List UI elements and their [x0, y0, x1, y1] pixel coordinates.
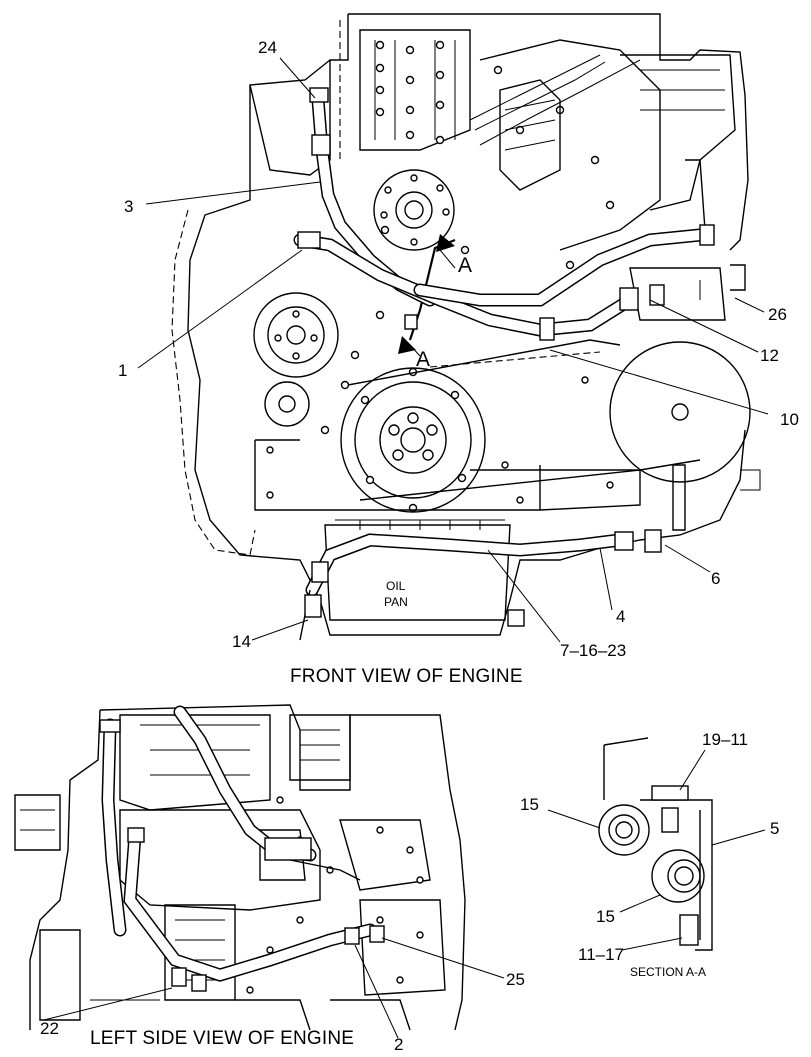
callout-5: 5 — [770, 819, 779, 838]
callout-24: 24 — [258, 38, 277, 57]
callout-15-upper: 15 — [520, 795, 539, 814]
left-view-title: LEFT SIDE VIEW OF ENGINE — [90, 1028, 354, 1049]
callout-15-lower: 15 — [596, 907, 615, 926]
callout-2: 2 — [394, 1035, 403, 1054]
callout-25: 25 — [506, 970, 525, 989]
oil-pan-label-line2: PAN — [384, 595, 408, 609]
callout-26: 26 — [768, 305, 787, 324]
callout-1: 1 — [118, 361, 127, 380]
callout-19-11: 19–11 — [702, 730, 748, 749]
section-marker-top: A — [458, 254, 472, 277]
callout-12: 12 — [760, 346, 779, 365]
callout-22: 22 — [40, 1019, 59, 1038]
callout-6: 6 — [711, 569, 720, 588]
left-view-leaders — [43, 937, 505, 1039]
front-view-title: FRONT VIEW OF ENGINE — [290, 666, 523, 687]
section-marker-bottom: A — [416, 348, 430, 371]
oil-pan-label-line1: OIL — [386, 579, 406, 593]
front-view-hoses — [293, 87, 715, 641]
callout-7-16-23: 7–16–23 — [560, 641, 626, 660]
callout-3: 3 — [124, 197, 133, 216]
section-leaders — [547, 749, 766, 951]
front-view-engine — [171, 13, 761, 636]
callout-14: 14 — [232, 632, 251, 651]
callout-4: 4 — [616, 607, 625, 626]
callout-11-17: 11–17 — [578, 945, 624, 964]
left-side-view-engine — [14, 704, 466, 1031]
section-a-a-title: SECTION A-A — [630, 965, 706, 979]
front-view-leaders — [137, 57, 769, 643]
callout-10: 10 — [780, 410, 799, 429]
section-a-a-detail — [598, 737, 713, 951]
